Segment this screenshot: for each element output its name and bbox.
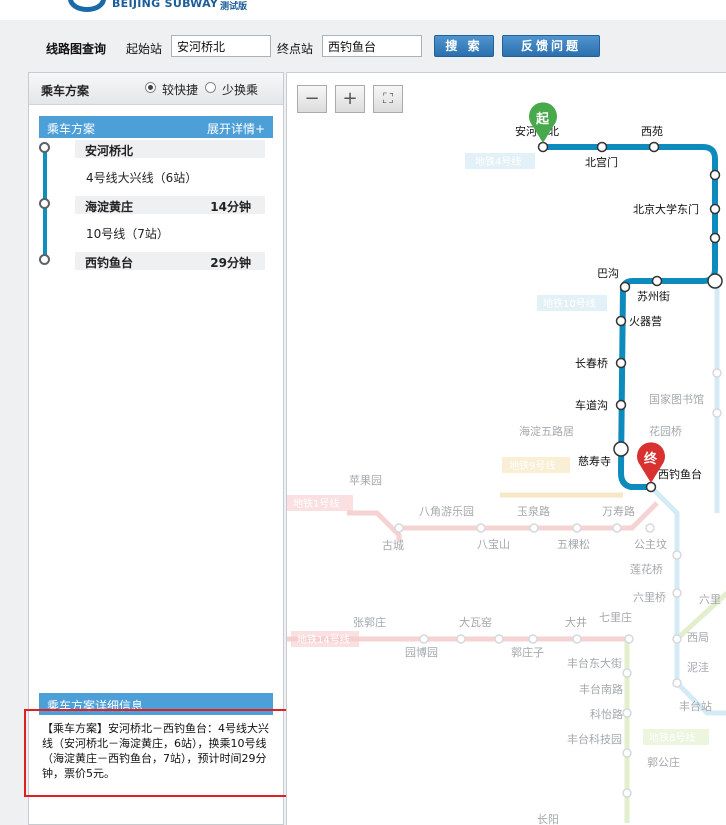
st-bagou: 巴沟 bbox=[597, 267, 619, 280]
st-nishu: 泥洼 bbox=[687, 660, 709, 674]
st-suzhoujie: 苏州街 bbox=[637, 289, 670, 303]
logo-text: BEIJING SUBWAY bbox=[112, 0, 219, 10]
route-node-end bbox=[39, 254, 50, 265]
st-liulihe: 六里桥 bbox=[633, 591, 666, 604]
active-route-line bbox=[543, 144, 718, 490]
map-panel[interactable]: − + ⛶ 苹果园 古城 八角游乐园 八宝山 玉泉路 五棵松 万寿路 公主 bbox=[286, 72, 726, 825]
route-start-row: 安河桥北 bbox=[75, 140, 265, 158]
route-summary: 安河桥北 4号线大兴线（6站） 海淀黄庄 14分钟 10号线（7站） 西钓鱼台 … bbox=[29, 138, 283, 278]
fast-radio[interactable] bbox=[145, 82, 156, 93]
route-line2-label: 10号线（7站） bbox=[86, 227, 169, 241]
st-zhangguozhuang: 张郭庄 bbox=[353, 615, 386, 629]
st-fengtaidongdajie: 丰台东大街 bbox=[567, 656, 622, 670]
highlight-box bbox=[24, 709, 294, 797]
end-marker-icon: 终 bbox=[637, 442, 665, 483]
end-marker-label: 终 bbox=[644, 451, 658, 467]
st-fengtainanlu: 丰台南路 bbox=[579, 682, 623, 696]
st-guojiatushuguan: 国家图书馆 bbox=[649, 392, 704, 406]
st-huayuanqiao: 花园桥 bbox=[649, 425, 682, 438]
faded-stations bbox=[394, 368, 722, 798]
st-chedaogou: 车道沟 bbox=[575, 398, 608, 412]
st-pingguoyuan: 苹果园 bbox=[349, 473, 382, 487]
start-label: 起始站 bbox=[126, 42, 163, 56]
zoom-in-button[interactable]: + bbox=[335, 85, 365, 113]
plan-bar: 乘车方案 展开详情+ bbox=[39, 116, 273, 138]
st-babaoshan: 八宝山 bbox=[477, 537, 510, 551]
route-line1-label: 4号线大兴线（6站） bbox=[86, 171, 198, 185]
expand-details-link[interactable]: 展开详情+ bbox=[206, 122, 265, 136]
st-cishousi: 慈寿寺 bbox=[578, 454, 611, 468]
tag-line1: 地铁1号线 bbox=[293, 497, 339, 510]
st-xiyuan: 西苑 bbox=[641, 125, 663, 138]
detail-text: 【乘车方案】安河桥北－西钓鱼台：4号线大兴线（安河桥北－海淀黄庄，6站），换乘1… bbox=[42, 722, 269, 780]
line-faded-ne bbox=[675, 591, 726, 641]
st-guozhuangzi: 郭庄子 bbox=[511, 645, 544, 659]
st-yuanboyuan: 园博园 bbox=[405, 646, 438, 659]
st-haidianwulu: 海淀五路居 bbox=[519, 424, 574, 438]
route-end-name: 西钓鱼台 bbox=[85, 256, 134, 270]
zoom-out-button[interactable]: − bbox=[297, 85, 327, 113]
st-bajiao: 八角游乐园 bbox=[419, 505, 474, 518]
less-transfer-radio[interactable] bbox=[205, 82, 216, 93]
st-lianhuaqiao: 莲花桥 bbox=[630, 563, 663, 576]
logo-badge: 测试版 bbox=[220, 2, 248, 12]
st-fengtaikejiyuan: 丰台科技园 bbox=[567, 732, 622, 746]
st-qilizhuang: 七里庄 bbox=[599, 610, 632, 624]
active-stations bbox=[537, 141, 721, 493]
st-xidiaoyutai: 西钓鱼台 bbox=[658, 467, 702, 481]
route-start-name: 安河桥北 bbox=[85, 144, 134, 158]
start-marker-icon: 起 bbox=[529, 102, 557, 143]
st-kejilu: 科怡路 bbox=[590, 707, 623, 721]
st-xiju: 西局 bbox=[687, 631, 709, 644]
st-wukesong: 五棵松 bbox=[557, 537, 590, 551]
st-beigongmen: 北宫门 bbox=[585, 155, 618, 169]
route-end-row: 西钓鱼台 29分钟 bbox=[75, 252, 265, 270]
st-gucheng: 古城 bbox=[382, 539, 404, 552]
st-pku-east: 北京大学东门 bbox=[633, 202, 699, 216]
end-label: 终点站 bbox=[277, 42, 314, 56]
subway-logo-icon bbox=[68, 0, 106, 12]
fast-radio-label[interactable]: 较快捷 bbox=[162, 83, 199, 97]
route-end-time: 29分钟 bbox=[210, 256, 251, 270]
search-button[interactable]: 搜 索 bbox=[434, 35, 494, 57]
tag-line4: 地铁4号线 bbox=[475, 155, 521, 168]
plan-bar-title: 乘车方案 bbox=[47, 122, 96, 136]
st-dajing: 大井 bbox=[565, 615, 587, 629]
st-fengtaizhan: 丰台站 bbox=[679, 699, 712, 713]
st-dawayao: 大瓦窑 bbox=[459, 615, 492, 629]
st-huoqiying: 火器营 bbox=[629, 314, 662, 328]
tag-line9: 地铁9号线 bbox=[509, 459, 555, 472]
end-station-input[interactable]: 西钓鱼台 bbox=[322, 35, 422, 57]
route-node-start bbox=[39, 142, 50, 153]
route-transfer-name: 海淀黄庄 bbox=[85, 200, 134, 214]
route-transfer-time: 14分钟 bbox=[210, 200, 251, 214]
plan-header-title: 乘车方案 bbox=[41, 84, 90, 98]
route-node-transfer bbox=[39, 198, 50, 209]
header-strip: BEIJING SUBWAY 测试版 bbox=[0, 0, 726, 20]
st-changyang: 长阳 bbox=[537, 813, 559, 825]
st-gongzhufen: 公主坟 bbox=[634, 537, 667, 551]
fullscreen-button[interactable]: ⛶ bbox=[373, 85, 403, 113]
st-guogongzhuang: 郭公庄 bbox=[647, 755, 680, 769]
less-transfer-radio-label[interactable]: 少换乘 bbox=[222, 83, 259, 97]
st-changchunqiao: 长春桥 bbox=[575, 357, 608, 370]
st-liuli2: 六里 bbox=[699, 593, 721, 606]
route-transfer-row: 海淀黄庄 14分钟 bbox=[75, 196, 265, 214]
tag-line8: 地铁8号线 bbox=[649, 731, 695, 744]
tag-line14: 地铁14号线 bbox=[297, 633, 350, 646]
start-marker-label: 起 bbox=[535, 111, 550, 127]
subway-map: 苹果园 古城 八角游乐园 八宝山 玉泉路 五棵松 万寿路 公主坟 莲花桥 六里桥… bbox=[287, 102, 726, 825]
st-yuquanlu: 玉泉路 bbox=[517, 504, 550, 518]
query-label: 线路图查询 bbox=[46, 42, 107, 56]
interchange-icons bbox=[613, 273, 723, 457]
line1-faded bbox=[347, 510, 402, 541]
feedback-button[interactable]: 反馈问题 bbox=[502, 35, 600, 57]
plan-header: 乘车方案 较快捷 少换乘 bbox=[29, 73, 283, 105]
st-wanshoulu: 万寿路 bbox=[602, 504, 635, 518]
tag-line10: 地铁10号线 bbox=[543, 297, 596, 310]
start-station-input[interactable]: 安河桥北 bbox=[171, 35, 271, 57]
search-bar: 线路图查询 起始站 安河桥北 终点站 西钓鱼台 搜 索 反馈问题 bbox=[0, 30, 726, 62]
